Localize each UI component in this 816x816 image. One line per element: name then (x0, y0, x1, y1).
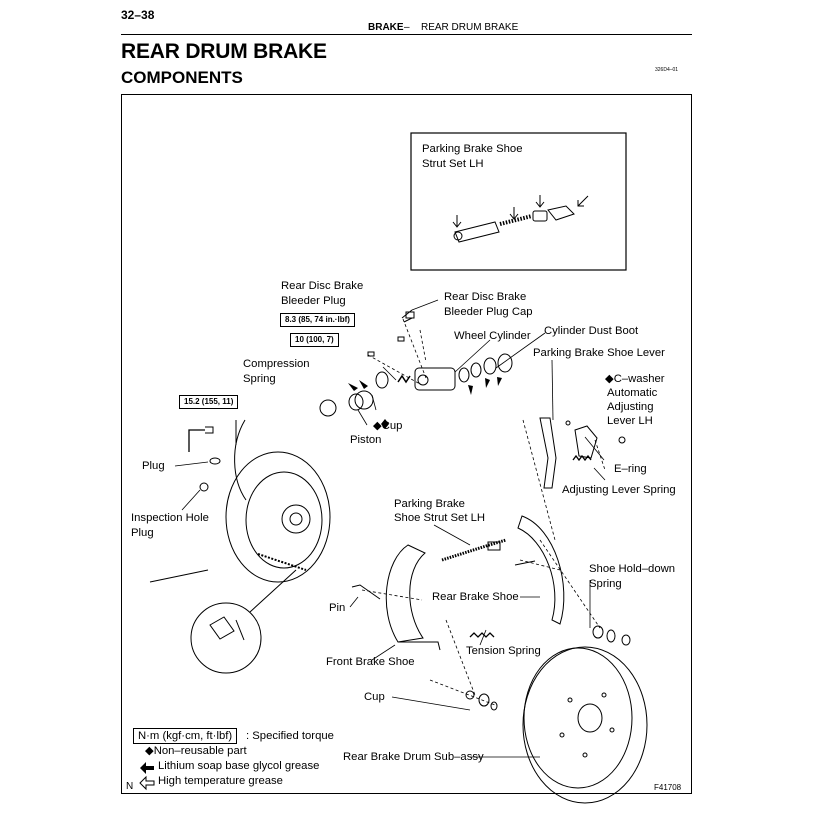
label-compression-spring-2: Spring (243, 373, 276, 385)
label-shoe-hold-down-2: Spring (589, 578, 622, 590)
label-inspection-hole-1: Inspection Hole (131, 512, 209, 524)
label-parking-brake-shoe-lever: Parking Brake Shoe Lever (533, 347, 665, 359)
label-c-washer: ◆C–washer (605, 373, 665, 385)
header-section: BRAKE (368, 22, 404, 33)
shoe-lever-drawing (539, 417, 557, 489)
label-bleeder-cap-1: Rear Disc Brake (444, 291, 527, 303)
label-cup-top: ◆Cup (373, 420, 403, 432)
label-rear-brake-shoe: Rear Brake Shoe (432, 591, 519, 603)
label-auto-adjust-3: Lever LH (607, 415, 653, 427)
label-piston: Piston (350, 434, 382, 446)
label-bleeder-plug-1: Rear Disc Brake (281, 280, 364, 292)
figure-code-bottom: F41708 (654, 783, 682, 792)
label-e-ring: E–ring (614, 463, 647, 475)
label-wheel-cylinder: Wheel Cylinder (454, 330, 531, 342)
label-rear-brake-drum: Rear Brake Drum Sub–assy (343, 751, 484, 763)
page-title: REAR DRUM BRAKE (121, 40, 327, 63)
label-cup-bottom: Cup (364, 691, 385, 703)
label-pin: Pin (329, 602, 346, 614)
page-subtitle: COMPONENTS (121, 68, 243, 87)
label-auto-adjust-1: Automatic (607, 387, 658, 399)
header-rule (121, 34, 692, 36)
label-adjusting-lever-spring: Adjusting Lever Spring (562, 484, 676, 496)
legend-lithium-grease: Lithium soap base glycol grease (158, 760, 320, 772)
label-bleeder-plug-2: Bleeder Plug (281, 295, 346, 307)
rear-shoe-drawing (517, 515, 565, 625)
label-plug: Plug (142, 460, 165, 472)
torque-box-bleeder: 8.3 (85, 74 in.·lbf) (280, 313, 355, 327)
page-number: 32–38 (121, 8, 155, 22)
figure-frame (121, 94, 692, 794)
header-subsection: REAR DRUM BRAKE (421, 22, 519, 33)
inset-box (410, 132, 627, 271)
label-bleeder-cap-2: Bleeder Plug Cap (444, 306, 533, 318)
legend-high-temp-grease: High temperature grease (158, 775, 283, 787)
label-tension-spring: Tension Spring (466, 645, 541, 657)
label-auto-adjust-2: Adjusting (607, 401, 654, 413)
brake-drum-drawing (522, 646, 648, 804)
label-strut-set-1: Parking Brake (394, 498, 465, 510)
legend-torque-box: N·m (kgf·cm, ft·lbf) (133, 728, 238, 744)
label-inspection-hole-2: Plug (131, 527, 154, 539)
torque-box-pipe: 15.2 (155, 11) (179, 395, 239, 409)
non-reusable-diamond-icon: ◆ (145, 745, 154, 757)
detail-magnifier (190, 602, 262, 674)
label-cylinder-dust-boot: Cylinder Dust Boot (544, 325, 639, 337)
legend-non-reusable: ◆Non–reusable part (145, 745, 247, 757)
label-shoe-hold-down-1: Shoe Hold–down (589, 563, 676, 575)
inset-label-line2: Strut Set LH (422, 158, 484, 170)
wheel-cylinder-drawing (414, 367, 456, 391)
torque-box-union: 10 (100, 7) (290, 333, 339, 347)
corner-letter: N (126, 781, 134, 792)
non-reusable-diamond-icon: ◆ (373, 420, 382, 432)
front-shoe-drawing (385, 544, 426, 643)
backing-plate-drawing (225, 451, 331, 583)
label-strut-set-2: Shoe Strut Set LH (394, 512, 486, 524)
label-compression-spring-1: Compression (243, 358, 310, 370)
header-separator: – (404, 22, 410, 33)
inset-label-line1: Parking Brake Shoe (422, 143, 523, 155)
non-reusable-diamond-icon: ◆ (605, 373, 614, 385)
figure-code-top: 326D4–01 (655, 67, 679, 73)
label-front-brake-shoe: Front Brake Shoe (326, 656, 415, 668)
legend-torque-text: : Specified torque (246, 730, 334, 742)
inset-strut-drawing (452, 195, 589, 243)
